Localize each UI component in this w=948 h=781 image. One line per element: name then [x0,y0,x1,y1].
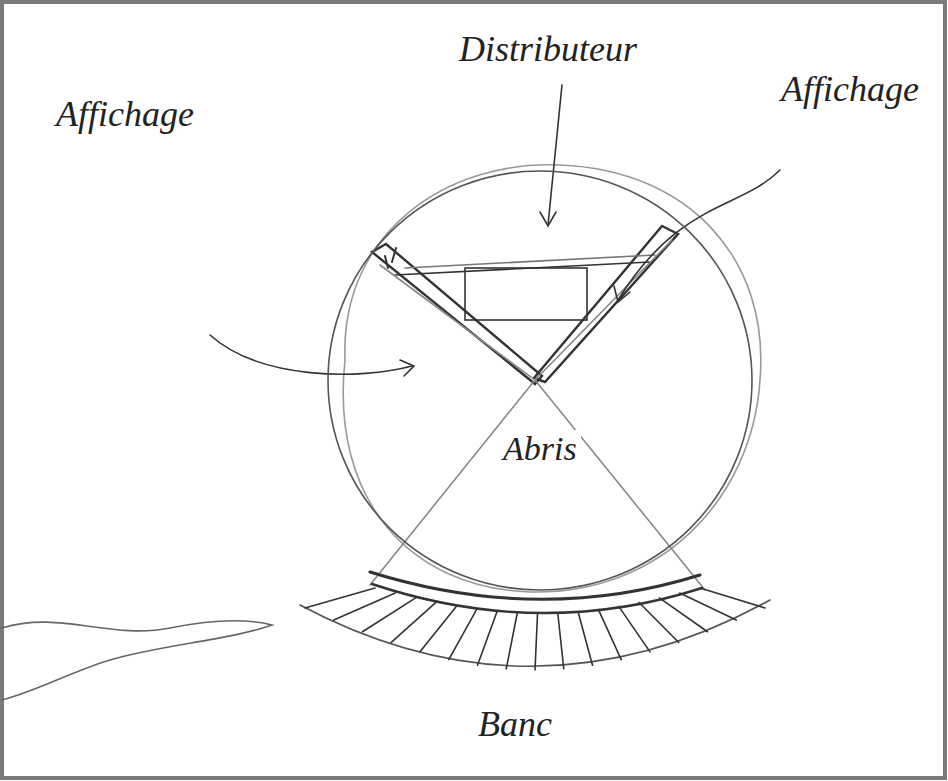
sketch-label: Affichage [52,95,198,135]
hatch-stroke [449,610,477,660]
node-label: Abris [499,430,581,467]
hatch-stroke [535,614,538,670]
shelter-circle: Abris [325,168,755,593]
leader-line [618,170,780,300]
hatch-stroke [478,612,497,665]
hatch-stroke [639,602,679,642]
bench-hatching [305,588,765,670]
circle-outline [325,168,755,593]
panel-end [385,248,396,268]
outline-sketch [343,165,761,592]
bench [370,572,700,599]
sketch-label: Banc [474,705,556,745]
bench [372,584,702,613]
back-bar [405,255,655,268]
dispenser-box [465,268,587,320]
hatch-stroke [420,606,456,651]
sketch-label: Affichage [777,70,923,110]
hatch-stroke [578,612,592,665]
guide-line [380,265,705,590]
sketch-lines [2,85,780,700]
hatch-stroke [363,598,416,632]
sketch-label: Distributeur [455,30,641,70]
leader-arrow [400,360,414,376]
hatch-stroke [619,606,650,651]
hatch-stroke [700,588,765,608]
leader-line [548,85,562,225]
leader-arrow [614,286,630,302]
guide-line [370,240,672,585]
hatch-stroke [598,610,621,660]
hatch-stroke [506,614,517,669]
leader-line [210,335,412,374]
hatch-stroke [305,588,375,608]
hatch-stroke [558,614,564,669]
leader-arrow [540,212,556,226]
hatch-stroke [391,602,436,642]
wavy-line [2,621,272,700]
